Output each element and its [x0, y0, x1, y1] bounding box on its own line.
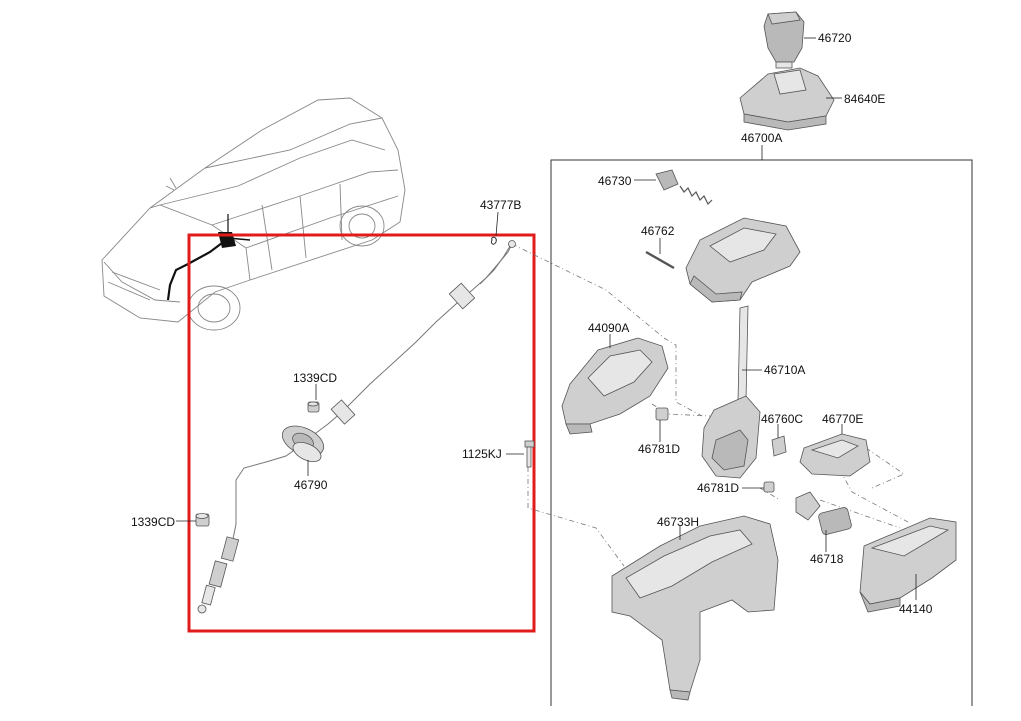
- vehicle-illustration: [101, 97, 406, 331]
- assembly-frame: [550, 159, 973, 706]
- label-43777b: 43777B: [480, 198, 522, 212]
- label-46781d-lower: 46781D: [697, 481, 740, 495]
- label-46718: 46718: [810, 552, 844, 566]
- label-1339cd-lower: 1339CD: [131, 515, 176, 529]
- label-84640e: 84640E: [844, 92, 886, 106]
- pin-part[interactable]: [645, 250, 675, 270]
- label-46710a: 46710A: [764, 363, 806, 377]
- label-46762: 46762: [641, 224, 675, 238]
- label-46790: 46790: [294, 478, 328, 492]
- bracket-44090a-part[interactable]: [561, 337, 669, 435]
- label-46781d-upper: 46781D: [638, 442, 681, 456]
- upper-bracket-part[interactable]: [685, 217, 801, 303]
- nut-1339cd-lower-part[interactable]: [195, 513, 210, 527]
- spring-part[interactable]: [655, 169, 713, 206]
- clip-46760c-part[interactable]: [771, 435, 787, 457]
- label-1339cd-upper: 1339CD: [293, 371, 338, 385]
- label-46733h: 46733H: [657, 515, 700, 529]
- lever-part[interactable]: [701, 305, 761, 479]
- nut-46781d-lower-part[interactable]: [763, 481, 775, 493]
- highlight-frame: [187, 233, 536, 633]
- clip-43777b-part[interactable]: [491, 236, 497, 245]
- nut-46781d-upper-part[interactable]: [655, 407, 669, 421]
- leader-lines: [176, 37, 917, 600]
- label-46730: 46730: [598, 174, 632, 188]
- label-46760c: 46760C: [761, 412, 804, 426]
- boot-part[interactable]: [739, 67, 835, 131]
- shift-cable[interactable]: [197, 240, 516, 614]
- label-46720: 46720: [818, 31, 852, 45]
- bolt-1125kj-part[interactable]: [524, 440, 535, 468]
- housing-part[interactable]: [859, 517, 957, 613]
- damper-part[interactable]: [795, 491, 852, 535]
- shift-knob-part[interactable]: [763, 11, 805, 69]
- label-44090a: 44090A: [588, 321, 630, 335]
- sensor-part[interactable]: [799, 433, 871, 477]
- assembly-guides: [511, 243, 909, 567]
- label-1125kj: 1125KJ: [462, 447, 502, 461]
- vehicle-cable-highlight: [166, 214, 251, 301]
- nut-1339cd-upper-part[interactable]: [307, 401, 320, 413]
- grommet-part[interactable]: [278, 420, 329, 466]
- base-part[interactable]: [611, 515, 779, 701]
- label-46770e: 46770E: [822, 412, 864, 426]
- label-46700a: 46700A: [741, 131, 783, 145]
- label-44140: 44140: [899, 602, 933, 616]
